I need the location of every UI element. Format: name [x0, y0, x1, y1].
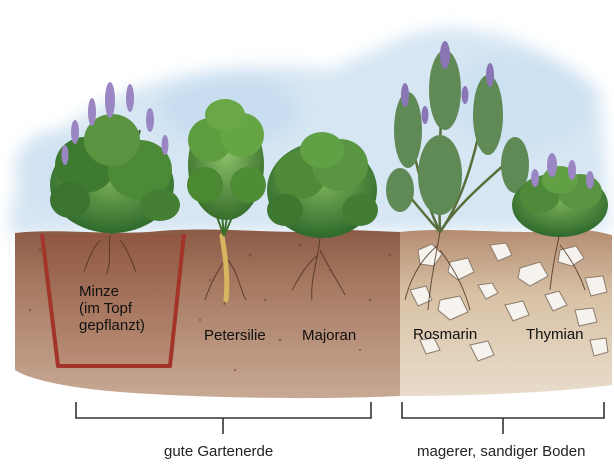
- label-minze-line2: (im Topf: [79, 300, 145, 317]
- bracket-sandy: [402, 402, 604, 434]
- label-majoran: Majoran: [302, 327, 356, 344]
- label-rosmarin: Rosmarin: [413, 326, 477, 343]
- label-minze: Minze (im Topf gepflanzt): [79, 283, 145, 334]
- label-petersilie: Petersilie: [204, 327, 266, 344]
- label-sandy-soil: magerer, sandiger Boden: [417, 443, 585, 460]
- label-minze-line1: Minze: [79, 283, 145, 300]
- label-garden-soil: gute Gartenerde: [164, 443, 273, 460]
- label-thymian: Thymian: [526, 326, 584, 343]
- label-minze-line3: gepflanzt): [79, 317, 145, 334]
- bracket-garden: [76, 402, 371, 434]
